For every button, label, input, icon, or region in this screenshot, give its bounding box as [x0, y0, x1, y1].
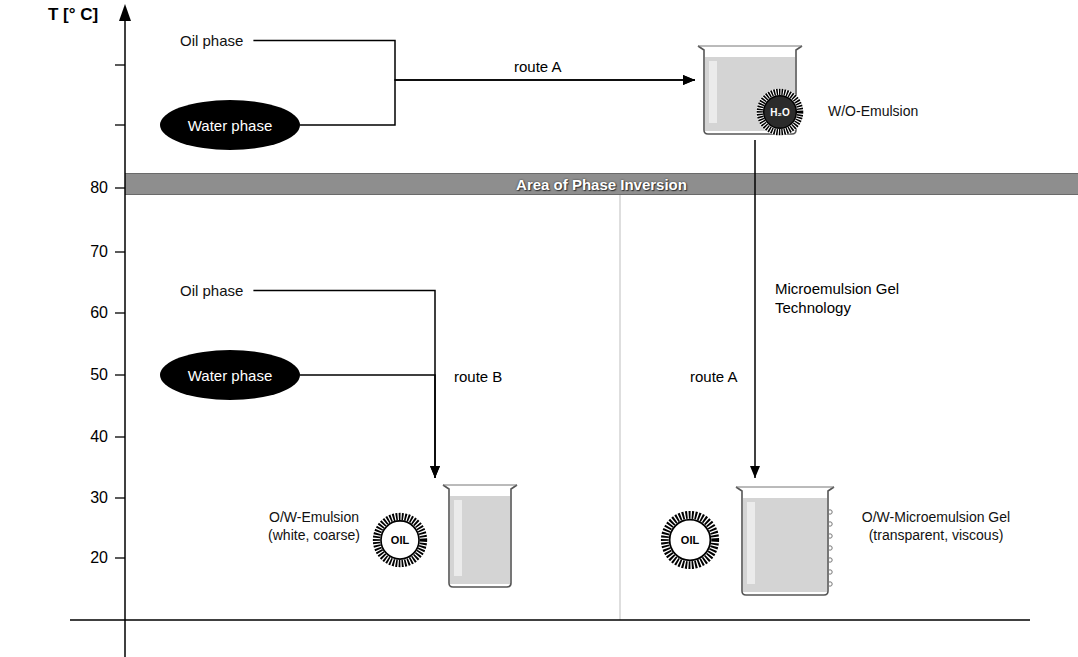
beaker-rim: [736, 487, 834, 488]
phase-inversion-band: Area of Phase Inversion: [125, 173, 1078, 195]
beaker-rim: [698, 46, 802, 47]
beaker-outline: [443, 485, 517, 587]
node-text: Area of Phase Inversion: [516, 176, 687, 193]
gel-bubble: [828, 522, 832, 526]
surfactant-fringe: [760, 92, 800, 132]
node-text: OIL: [681, 534, 699, 546]
beaker-outline: [736, 487, 834, 595]
tick-label: 80: [66, 178, 108, 198]
micelle-core: [381, 521, 419, 559]
micelle-core: [764, 96, 797, 129]
tick: [115, 64, 125, 65]
y-axis: [124, 18, 126, 657]
gel-bubble: [828, 546, 832, 550]
gel-bubble: [828, 582, 832, 586]
beaker-illustration: [735, 484, 835, 596]
tick: [115, 497, 125, 498]
beaker-liquid: [450, 496, 510, 584]
route-arrow: [754, 140, 756, 478]
node-text: OIL: [391, 534, 409, 546]
beaker-node: O/W-Emulsion (white, coarse)OIL: [372, 478, 520, 592]
beaker-illustration: [442, 482, 518, 588]
surfactant-fringe: [376, 516, 423, 563]
tick-label: 30: [66, 488, 108, 508]
micelle-node: H₂O: [756, 88, 804, 136]
process-annotation: Microemulsion Gel Technology: [775, 280, 927, 318]
route-label: route B: [452, 368, 504, 385]
node-text: W/O-Emulsion: [828, 102, 948, 120]
y-axis-arrowhead: [119, 4, 131, 21]
beaker-liquid: [743, 498, 827, 592]
tick: [115, 374, 125, 375]
node-text: O/W-Microemulsion Gel (transparent, visc…: [850, 508, 1022, 544]
band-edge: [125, 194, 1078, 195]
ellipse-fill: [160, 100, 300, 150]
ellipse-fill: [160, 350, 300, 400]
route-arrow: [300, 375, 435, 478]
tick: [115, 124, 125, 125]
beaker-highlight: [709, 61, 717, 123]
phase-ellipse: Water phase: [160, 350, 300, 400]
beaker-node: W/O-EmulsionH₂O: [695, 40, 810, 140]
node-text: Oil phase: [178, 30, 245, 51]
micelle-white-ground: [373, 513, 428, 568]
phase-label: Oil phase: [178, 30, 245, 51]
axis-ticks: [115, 65, 125, 558]
tick-label: 50: [66, 365, 108, 385]
beaker-node: O/W-Microemulsion Gel (transparent, visc…: [660, 478, 840, 600]
node-text: Water phase: [188, 117, 273, 134]
phase-inversion-band-fill: [125, 173, 1078, 195]
gel-bubble: [828, 510, 832, 514]
route-arrow: [253, 41, 695, 81]
beaker-rim: [443, 485, 517, 486]
route-label: route A: [512, 58, 564, 75]
surfactant-fringe: [665, 515, 715, 565]
tick-label: 20: [66, 548, 108, 568]
micelle-node: OIL: [372, 512, 428, 568]
micelle-node: OIL: [660, 510, 720, 570]
beaker-highlight: [454, 500, 462, 576]
micelle-white-ground: [756, 88, 803, 135]
region-divider: [620, 195, 621, 620]
tick-label: 60: [66, 303, 108, 323]
node-text: H₂O: [770, 107, 789, 118]
tick-label: 70: [66, 242, 108, 262]
node-text: Oil phase: [178, 280, 245, 301]
route-label: route A: [688, 368, 740, 385]
axis-title: T [° C]: [48, 4, 118, 25]
node-text: Water phase: [188, 367, 273, 384]
tick: [115, 251, 125, 252]
gel-bubble: [828, 570, 832, 574]
beaker-highlight: [747, 502, 755, 584]
gel-bubble: [828, 558, 832, 562]
tick: [115, 436, 125, 437]
tick: [115, 312, 125, 313]
tick: [115, 187, 125, 188]
micelle-white-ground: [661, 511, 720, 570]
tick-label: 40: [66, 427, 108, 447]
route-arrow: [300, 80, 695, 125]
micelle-core: [670, 520, 711, 561]
band-edge: [125, 173, 1078, 174]
x-axis: [70, 619, 1030, 621]
gel-bubble: [828, 534, 832, 538]
phase-label: Oil phase: [178, 280, 245, 301]
phase-ellipse: Water phase: [160, 100, 300, 150]
tick: [115, 557, 125, 558]
node-text: O/W-Emulsion (white, coarse): [260, 508, 368, 544]
